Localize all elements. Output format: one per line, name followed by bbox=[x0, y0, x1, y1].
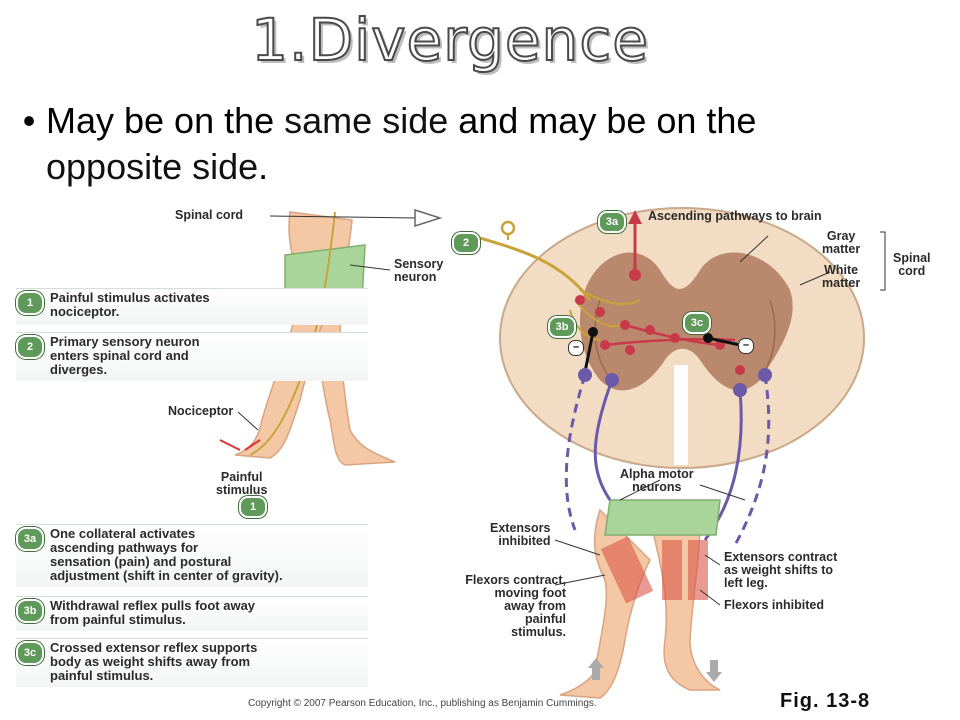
bullet-emph-same-side: same side bbox=[284, 100, 449, 141]
step-2-text: Primary sensory neuron enters spinal cor… bbox=[50, 334, 200, 377]
badge-1-icon: 1 bbox=[239, 496, 267, 518]
label-alpha-motor-neurons: Alpha motor neurons bbox=[620, 467, 694, 494]
label-flexors-inhibited: Flexors inhibited bbox=[724, 598, 825, 612]
label-flexors-contract: Flexors contract, moving foot away from … bbox=[465, 573, 566, 639]
label-extensors-contract: Extensors contract as weight shifts to l… bbox=[724, 550, 838, 590]
badge-3b-icon: 3b bbox=[548, 316, 576, 338]
label-painful-stimulus: Painful stimulus bbox=[216, 470, 268, 497]
step-2: 2 Primary sensory neuron enters spinal c… bbox=[16, 332, 368, 381]
label-spinal-cord-right: Spinal cord bbox=[893, 251, 931, 278]
minus-left-icon: – bbox=[568, 340, 584, 356]
step-3c-badge-icon: 3c bbox=[16, 641, 44, 665]
step-1-text: Painful stimulus activates nociceptor. bbox=[50, 290, 210, 319]
figure-number: Fig. 13-8 bbox=[780, 690, 871, 712]
step-3a-badge-icon: 3a bbox=[16, 527, 44, 551]
badge-3c-icon: 3c bbox=[683, 312, 711, 334]
bullet-text-part2: and may be on the bbox=[448, 100, 757, 141]
step-2-badge-icon: 2 bbox=[16, 335, 44, 359]
step-1-badge-icon: 1 bbox=[16, 291, 44, 315]
step-3c-text: Crossed extensor reflex supports body as… bbox=[50, 640, 258, 683]
step-3c: 3c Crossed extensor reflex supports body… bbox=[16, 638, 368, 687]
leg-figure-right bbox=[559, 499, 721, 699]
badge-3a-icon: 3a bbox=[598, 211, 626, 233]
step-3a-text: One collateral activates ascending pathw… bbox=[50, 526, 283, 583]
label-nociceptor: Nociceptor bbox=[168, 404, 234, 418]
bullet-end: . bbox=[258, 146, 269, 187]
bullet-text-part1: May be on the bbox=[46, 100, 285, 141]
minus-right-icon: – bbox=[738, 338, 754, 354]
bullet-point: •May be on the same side and may be on t… bbox=[12, 98, 932, 190]
bullet-dot: • bbox=[22, 100, 36, 141]
label-white-matter: White matter bbox=[822, 263, 861, 290]
slide-title: 1.Divergence bbox=[250, 5, 649, 75]
label-spinal-cord-top: Spinal cord bbox=[175, 208, 244, 222]
step-3b: 3b Withdrawal reflex pulls foot away fro… bbox=[16, 596, 368, 631]
label-extensors-inhibited: Extensors inhibited bbox=[490, 521, 551, 548]
label-sensory-neuron: Sensory neuron bbox=[394, 257, 444, 284]
step-3b-text: Withdrawal reflex pulls foot away from p… bbox=[50, 598, 256, 627]
step-3a: 3a One collateral activates ascending pa… bbox=[16, 524, 368, 587]
copyright-text: Copyright © 2007 Pearson Education, Inc.… bbox=[248, 698, 597, 709]
label-ascending-pathways: Ascending pathways to brain bbox=[648, 209, 822, 223]
step-3b-badge-icon: 3b bbox=[16, 599, 44, 623]
label-gray-matter: Gray matter bbox=[822, 229, 861, 256]
step-1: 1 Painful stimulus activates nociceptor. bbox=[16, 288, 368, 325]
bullet-emph-opposite-side: opposite side bbox=[46, 146, 259, 187]
badge-2-icon: 2 bbox=[452, 232, 480, 254]
